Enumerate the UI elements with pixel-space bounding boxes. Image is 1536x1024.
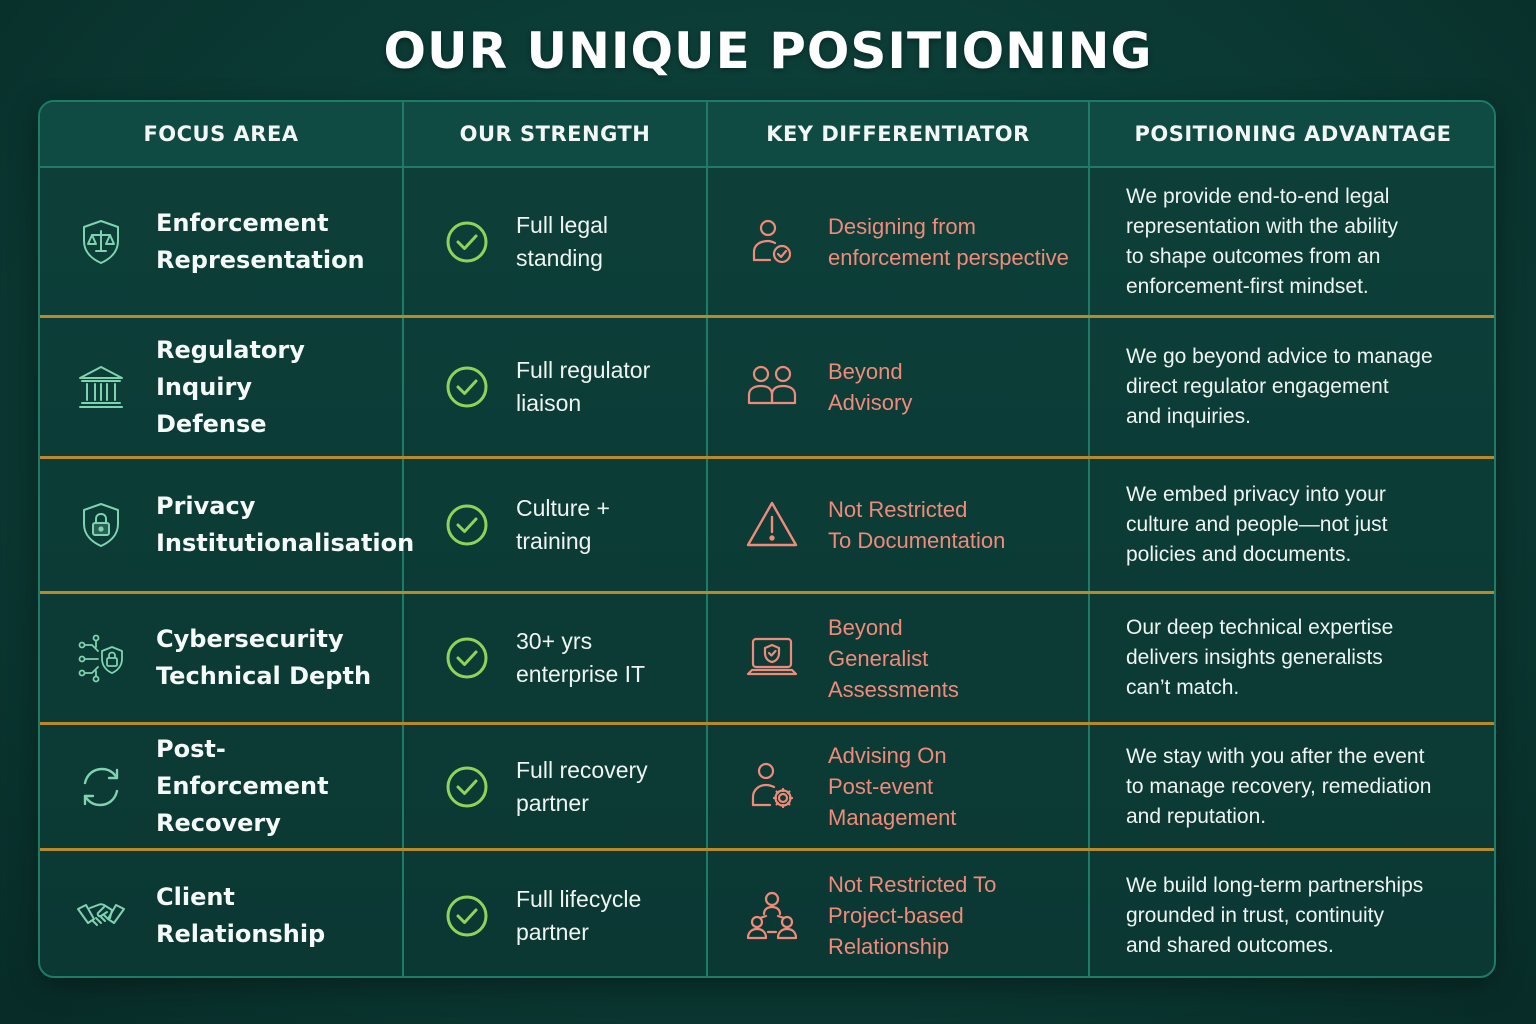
advantage-cell: We go beyond advice to manage direct reg… [1090, 318, 1494, 456]
strength-cell: Culture + training [404, 459, 706, 591]
table-row: Privacy Institutionalisation Culture + t… [40, 459, 1494, 591]
strength-label: Full lifecycle partner [516, 885, 642, 945]
table-row: Regulatory Inquiry Defense Full regulato… [40, 318, 1494, 456]
advantage-text: We go beyond advice to manage direct reg… [1126, 345, 1433, 428]
header-focus-area: FOCUS AREA [143, 122, 299, 146]
strength-cell: Full lifecycle partner [404, 851, 706, 976]
advantage-cell: We build long-term partnerships grounded… [1090, 851, 1494, 976]
strength-cell: Full regulator liaison [404, 318, 706, 456]
focus-cell: Post-Enforcement Recovery [40, 725, 402, 848]
focus-cell: Privacy Institutionalisation [40, 459, 415, 591]
column-divider [1088, 102, 1090, 976]
focus-cell: Regulatory Inquiry Defense [40, 318, 402, 456]
focus-cell: Cybersecurity Technical Depth [40, 594, 402, 722]
shield-lock-icon [76, 500, 126, 550]
differentiator-label: Not Restricted To Documentation [828, 497, 1006, 553]
header-positioning-advantage: POSITIONING ADVANTAGE [1134, 122, 1452, 146]
advantage-text: Our deep technical expertise delivers in… [1126, 616, 1394, 699]
column-divider [402, 102, 404, 976]
differentiator-cell: Beyond Generalist Assessments [708, 594, 1088, 722]
circuit-lock-icon [76, 633, 126, 683]
laptop-shield-icon [744, 630, 800, 686]
advantage-cell: We provide end-to-end legal representati… [1090, 168, 1494, 315]
advantage-cell: We embed privacy into your culture and p… [1090, 459, 1494, 591]
strength-label: 30+ yrs enterprise IT [516, 628, 646, 687]
focus-area-label: Privacy Institutionalisation [156, 492, 415, 557]
strength-cell: 30+ yrs enterprise IT [404, 594, 706, 722]
differentiator-label: Designing from enforcement perspective [828, 213, 1069, 270]
differentiator-cell: Not Restricted To Project-based Relation… [708, 851, 1088, 976]
column-divider [706, 102, 708, 976]
differentiator-cell: Beyond Advisory [708, 318, 1088, 456]
handshake-icon [76, 891, 126, 941]
person-gear-icon [744, 759, 800, 815]
focus-area-label: Enforcement Representation [156, 208, 365, 274]
advantage-text: We provide end-to-end legal representati… [1126, 184, 1398, 298]
differentiator-cell: Designing from enforcement perspective [708, 168, 1088, 315]
row-separator [40, 722, 1494, 725]
strength-label: Full regulator liaison [516, 357, 651, 416]
warning-triangle-icon [744, 497, 800, 553]
check-circle-icon [444, 502, 490, 548]
shield-scales-icon [76, 217, 126, 267]
strength-label: Full recovery partner [516, 756, 648, 816]
differentiator-cell: Not Restricted To Documentation [708, 459, 1088, 591]
table-row: Enforcement Representation Full legal st… [40, 168, 1494, 315]
row-separator [40, 591, 1494, 594]
focus-cell: Enforcement Representation [40, 168, 402, 315]
focus-area-label: Post-Enforcement Recovery [156, 735, 329, 837]
table-header: FOCUS AREA OUR STRENGTH KEY DIFFERENTIAT… [40, 102, 1494, 168]
focus-area-label: Cybersecurity Technical Depth [156, 625, 372, 690]
differentiator-cell: Advising On Post-event Management [708, 725, 1088, 848]
row-separator [40, 315, 1494, 318]
focus-area-label: Client Relationship [156, 882, 326, 948]
check-circle-icon [444, 635, 490, 681]
check-circle-icon [444, 364, 490, 410]
check-circle-icon [444, 764, 490, 810]
table-row: Cybersecurity Technical Depth 30+ yrs en… [40, 594, 1494, 722]
refresh-cycle-icon [76, 762, 126, 812]
strength-cell: Full recovery partner [404, 725, 706, 848]
page-title: OUR UNIQUE POSITIONING [383, 22, 1153, 80]
focus-area-label: Regulatory Inquiry Defense [156, 335, 305, 438]
differentiator-label: Not Restricted To Project-based Relation… [828, 872, 997, 959]
differentiator-label: Advising On Post-event Management [828, 743, 957, 830]
table-row: Post-Enforcement Recovery Full recovery … [40, 725, 1494, 848]
advantage-text: We stay with you after the event to mana… [1126, 744, 1432, 828]
strength-label: Culture + training [516, 495, 610, 554]
people-network-icon [744, 888, 800, 944]
check-circle-icon [444, 893, 490, 939]
advantage-text: We embed privacy into your culture and p… [1126, 483, 1388, 566]
differentiator-label: Beyond Generalist Assessments [828, 614, 959, 702]
positioning-table: FOCUS AREA OUR STRENGTH KEY DIFFERENTIAT… [38, 100, 1496, 978]
advantage-cell: Our deep technical expertise delivers in… [1090, 594, 1494, 722]
two-people-icon [744, 359, 800, 415]
header-our-strength: OUR STRENGTH [459, 122, 651, 146]
institution-icon [76, 362, 126, 412]
person-check-icon [744, 214, 800, 270]
table-row: Client Relationship Full lifecycle partn… [40, 851, 1494, 976]
focus-cell: Client Relationship [40, 851, 402, 976]
strength-cell: Full legal standing [404, 168, 706, 315]
differentiator-label: Beyond Advisory [828, 359, 913, 415]
row-separator [40, 848, 1494, 851]
advantage-text: We build long-term partnerships grounded… [1126, 873, 1424, 957]
check-circle-icon [444, 219, 490, 265]
strength-label: Full legal standing [516, 211, 609, 271]
row-separator [40, 456, 1494, 459]
advantage-cell: We stay with you after the event to mana… [1090, 725, 1494, 848]
header-key-differentiator: KEY DIFFERENTIATOR [766, 122, 1030, 146]
